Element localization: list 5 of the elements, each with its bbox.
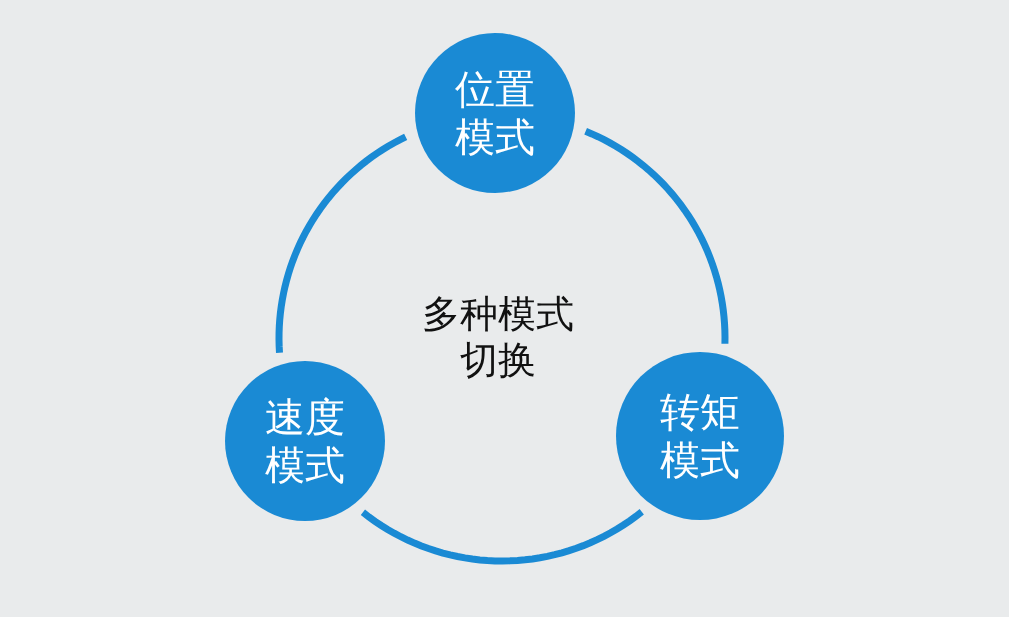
mode-label: 转矩模式	[659, 388, 741, 484]
center-label: 多种模式切换	[420, 292, 575, 384]
connector-arc	[360, 509, 644, 565]
mode-label: 速度模式	[264, 393, 346, 489]
mode-label: 位置模式	[454, 65, 536, 161]
